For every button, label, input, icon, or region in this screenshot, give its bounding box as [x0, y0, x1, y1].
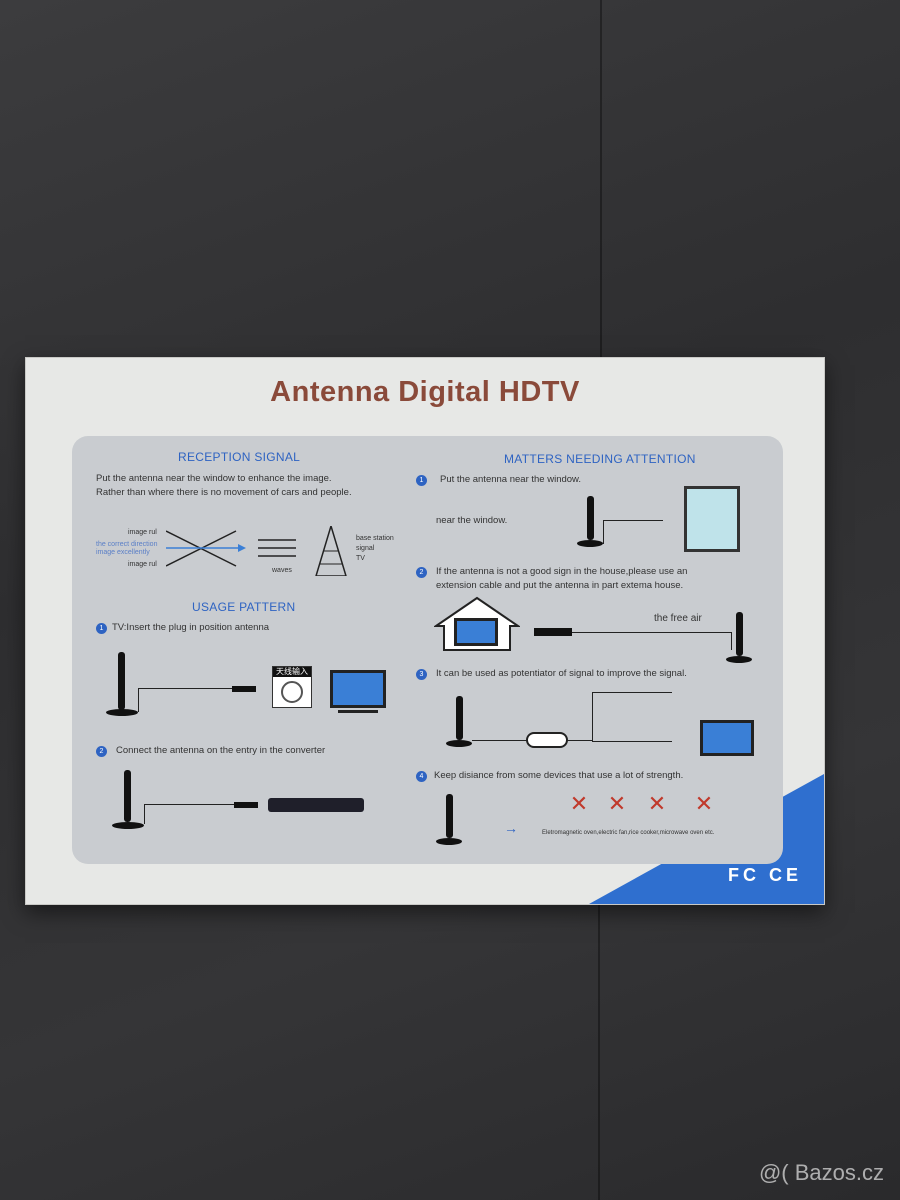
- coax-socket-icon: [281, 681, 303, 703]
- attention-step2-number: 2: [416, 567, 427, 578]
- label-correct-direction: the correct direction: [96, 541, 158, 548]
- attention-step1-text: Put the antenna near the window.: [440, 474, 582, 485]
- antenna-icon: [124, 770, 131, 822]
- usage-step1-text: TV:Insert the plug in position antenna: [112, 622, 270, 633]
- instruction-panel: RECEPTION SIGNAL Put the antenna near th…: [72, 436, 783, 864]
- antenna-base-icon: [577, 540, 603, 547]
- antenna-icon: [456, 696, 463, 740]
- label-image-excellently: image excellently: [96, 549, 150, 556]
- converter-box-icon: [268, 798, 364, 812]
- window-icon: [684, 486, 740, 552]
- antenna-input-plate: 天线输入: [272, 666, 312, 708]
- plug-icon: [534, 628, 572, 636]
- antenna-icon: [736, 612, 743, 656]
- free-air-label: the free air: [654, 613, 702, 624]
- signal-amplifier-icon: [526, 732, 568, 748]
- label-waves: waves: [272, 567, 292, 574]
- attention-step4-number: 4: [416, 771, 427, 782]
- usage-step2-number: 2: [96, 746, 107, 757]
- plug-icon: [234, 802, 258, 808]
- extension-cable: [572, 632, 732, 650]
- label-image-rul-bottom: image rul: [128, 561, 157, 568]
- label-signal: signal: [356, 545, 375, 552]
- antenna-input-plate-label: 天线输入: [273, 667, 311, 677]
- reception-line2: Rather than where there is no movement o…: [96, 487, 352, 498]
- attention-heading: MATTERS NEEDING ATTENTION: [504, 452, 696, 466]
- antenna-icon: [446, 794, 453, 838]
- label-tv: TV: [356, 555, 365, 562]
- antenna-base-icon: [106, 709, 138, 716]
- attention-step3-text: It can be used as potentiator of signal …: [436, 668, 687, 679]
- antenna-cable: [138, 688, 232, 712]
- antenna-base-icon: [446, 740, 472, 747]
- tv-icon: [700, 720, 754, 756]
- arrow-right-icon: →: [504, 820, 518, 836]
- box-title: Antenna Digital HDTV: [270, 376, 580, 408]
- fcc-ce-logos: FC CE: [728, 865, 802, 885]
- antenna-base-icon: [726, 656, 752, 663]
- attention-step3-number: 3: [416, 669, 427, 680]
- antenna-base-icon: [112, 822, 144, 829]
- antenna-cable: [603, 520, 663, 544]
- plug-icon: [232, 686, 256, 692]
- tv-stand-icon: [338, 710, 378, 713]
- rice-cooker-icon: ✕: [647, 791, 667, 816]
- usage-heading: USAGE PATTERN: [192, 600, 296, 614]
- signal-direction-diagram: [166, 526, 347, 576]
- antenna-base-icon: [436, 838, 462, 845]
- fan-icon: ✕: [607, 791, 627, 816]
- usage-step1-number: 1: [96, 623, 107, 634]
- bazos-watermark: @( Bazos.cz: [758, 1160, 884, 1185]
- antenna-cable: [144, 804, 234, 824]
- table-seam: [600, 0, 602, 360]
- devices-caption: Eletromagnetic oven,electric fan,rice co…: [542, 830, 715, 836]
- label-image-rul-top: image rul: [128, 529, 157, 536]
- label-base-station: base station: [356, 535, 394, 542]
- usage-step2-text: Connect the antenna on the entry in the …: [116, 745, 326, 756]
- near-window-label: near the window.: [436, 515, 508, 526]
- antenna-box: Antenna Digital HDTV RECEPTION SIGNAL Pu…: [25, 357, 825, 905]
- oven-icon: ✕: [569, 791, 589, 816]
- table-seam: [598, 905, 600, 1200]
- antenna-icon: [118, 652, 125, 710]
- attention-step1-number: 1: [416, 475, 427, 486]
- microwave-icon: ✕: [694, 791, 714, 816]
- attention-step4-text: Keep disiance from some devices that use…: [434, 770, 684, 781]
- antenna-icon: [587, 496, 594, 540]
- attention-step2-line2: extension cable and put the antenna in p…: [436, 580, 684, 591]
- reception-heading: RECEPTION SIGNAL: [178, 450, 301, 464]
- attention-step2-line1: If the antenna is not a good sign in the…: [436, 566, 688, 577]
- tv-icon: [330, 670, 386, 708]
- tv-icon: [454, 618, 498, 646]
- amplifier-cable: [592, 692, 672, 742]
- reception-line1: Put the antenna near the window to enhan…: [96, 473, 332, 484]
